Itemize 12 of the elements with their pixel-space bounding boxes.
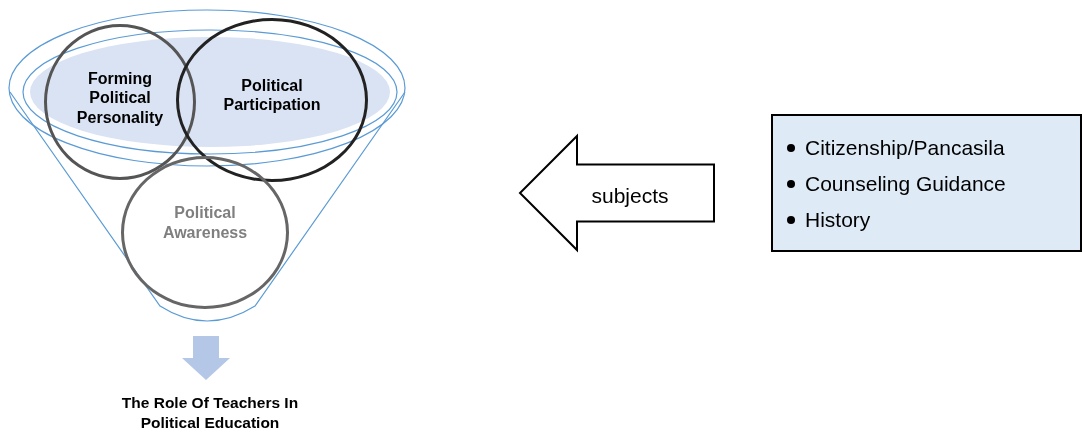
circle-label: Forming Political Personality bbox=[75, 69, 165, 127]
list-item: Counseling Guidance bbox=[805, 171, 1006, 197]
circle-label: Political Participation bbox=[222, 75, 322, 115]
block-arrow bbox=[182, 336, 230, 380]
title-text: The Role Of Teachers In Political Education bbox=[100, 393, 320, 434]
circle bbox=[44, 24, 196, 180]
list-item: Citizenship/Pancasila bbox=[805, 135, 1005, 161]
circle bbox=[121, 156, 289, 309]
circle-label: Political Awareness bbox=[161, 203, 249, 242]
list-box bbox=[771, 114, 1082, 252]
list-item: History bbox=[805, 207, 871, 233]
circle bbox=[176, 18, 368, 182]
